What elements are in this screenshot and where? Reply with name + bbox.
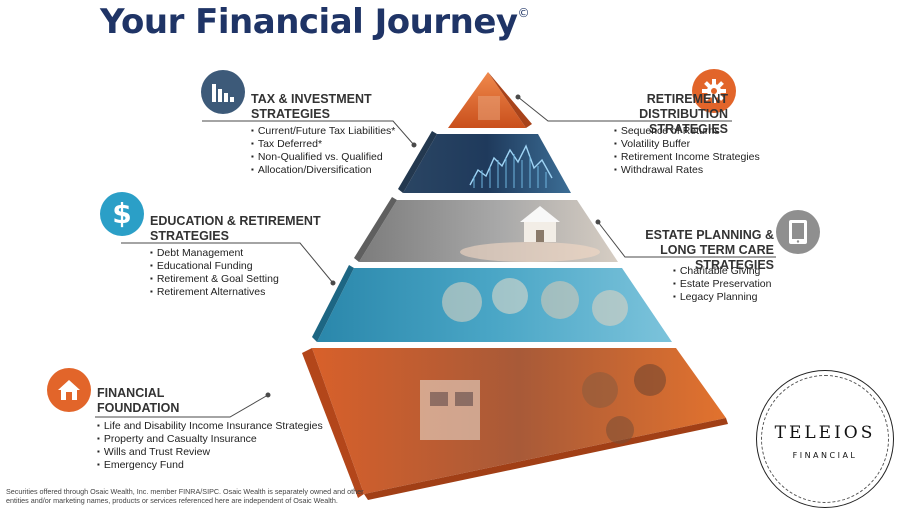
disclaimer-text: Securities offered through Osaic Wealth,…: [6, 487, 364, 505]
tablet-icon: [776, 210, 820, 254]
list-item: Legacy Planning: [673, 291, 771, 304]
list-item: Sequence of Returns: [614, 125, 760, 138]
pyramid-tier-estate: [354, 197, 618, 262]
list-item: Tax Deferred*: [251, 138, 395, 151]
list-item: Wills and Trust Review: [97, 446, 323, 459]
education-retirement-list: Debt Management Educational Funding Reti…: [150, 247, 279, 299]
list-item: Withdrawal Rates: [614, 164, 760, 177]
home-icon: [47, 368, 91, 412]
retirement-distribution-list: Sequence of Returns Volatility Buffer Re…: [614, 125, 760, 177]
financial-foundation-list: Life and Disability Income Insurance Str…: [97, 420, 323, 472]
list-item: Allocation/Diversification: [251, 164, 395, 177]
list-item: Volatility Buffer: [614, 138, 760, 151]
list-item: Retirement & Goal Setting: [150, 273, 279, 286]
list-item: Emergency Fund: [97, 459, 323, 472]
leader-lines: [95, 94, 776, 418]
list-item: Estate Preservation: [673, 278, 772, 291]
pyramid-tier-top: [448, 72, 532, 128]
gear-icon: [692, 69, 736, 113]
dollar-icon: $: [100, 192, 144, 236]
pyramid-tier-foundation: [302, 348, 728, 500]
estate-planning-list: Charitable Giving Estate Preservation Le…: [673, 265, 772, 304]
logo-subtitle: FINANCIAL: [792, 451, 858, 460]
pyramid-tier-education: [312, 265, 672, 342]
list-item: Current/Future Tax Liabilities*: [251, 125, 396, 138]
list-item: Debt Management: [150, 247, 279, 260]
house-illustration: [520, 206, 560, 242]
list-item: Life and Disability Income Insurance Str…: [97, 420, 323, 433]
bar-chart-icon: [201, 70, 245, 114]
logo-name: TELEIOS: [774, 423, 876, 443]
teleios-logo: TELEIOS FINANCIAL: [756, 370, 894, 508]
list-item: Retirement Alternatives: [150, 286, 279, 299]
page-title: Your Financial Journey©: [100, 2, 530, 42]
list-item: Property and Casualty Insurance: [97, 433, 323, 446]
tax-investment-list: Current/Future Tax Liabilities* Tax Defe…: [251, 125, 396, 177]
list-item: Charitable Giving: [673, 265, 771, 278]
pyramid-tier-investment: [398, 131, 571, 193]
list-item: Educational Funding: [150, 260, 279, 273]
list-item: Retirement Income Strategies: [614, 151, 760, 164]
list-item: Non-Qualified vs. Qualified: [251, 151, 395, 164]
